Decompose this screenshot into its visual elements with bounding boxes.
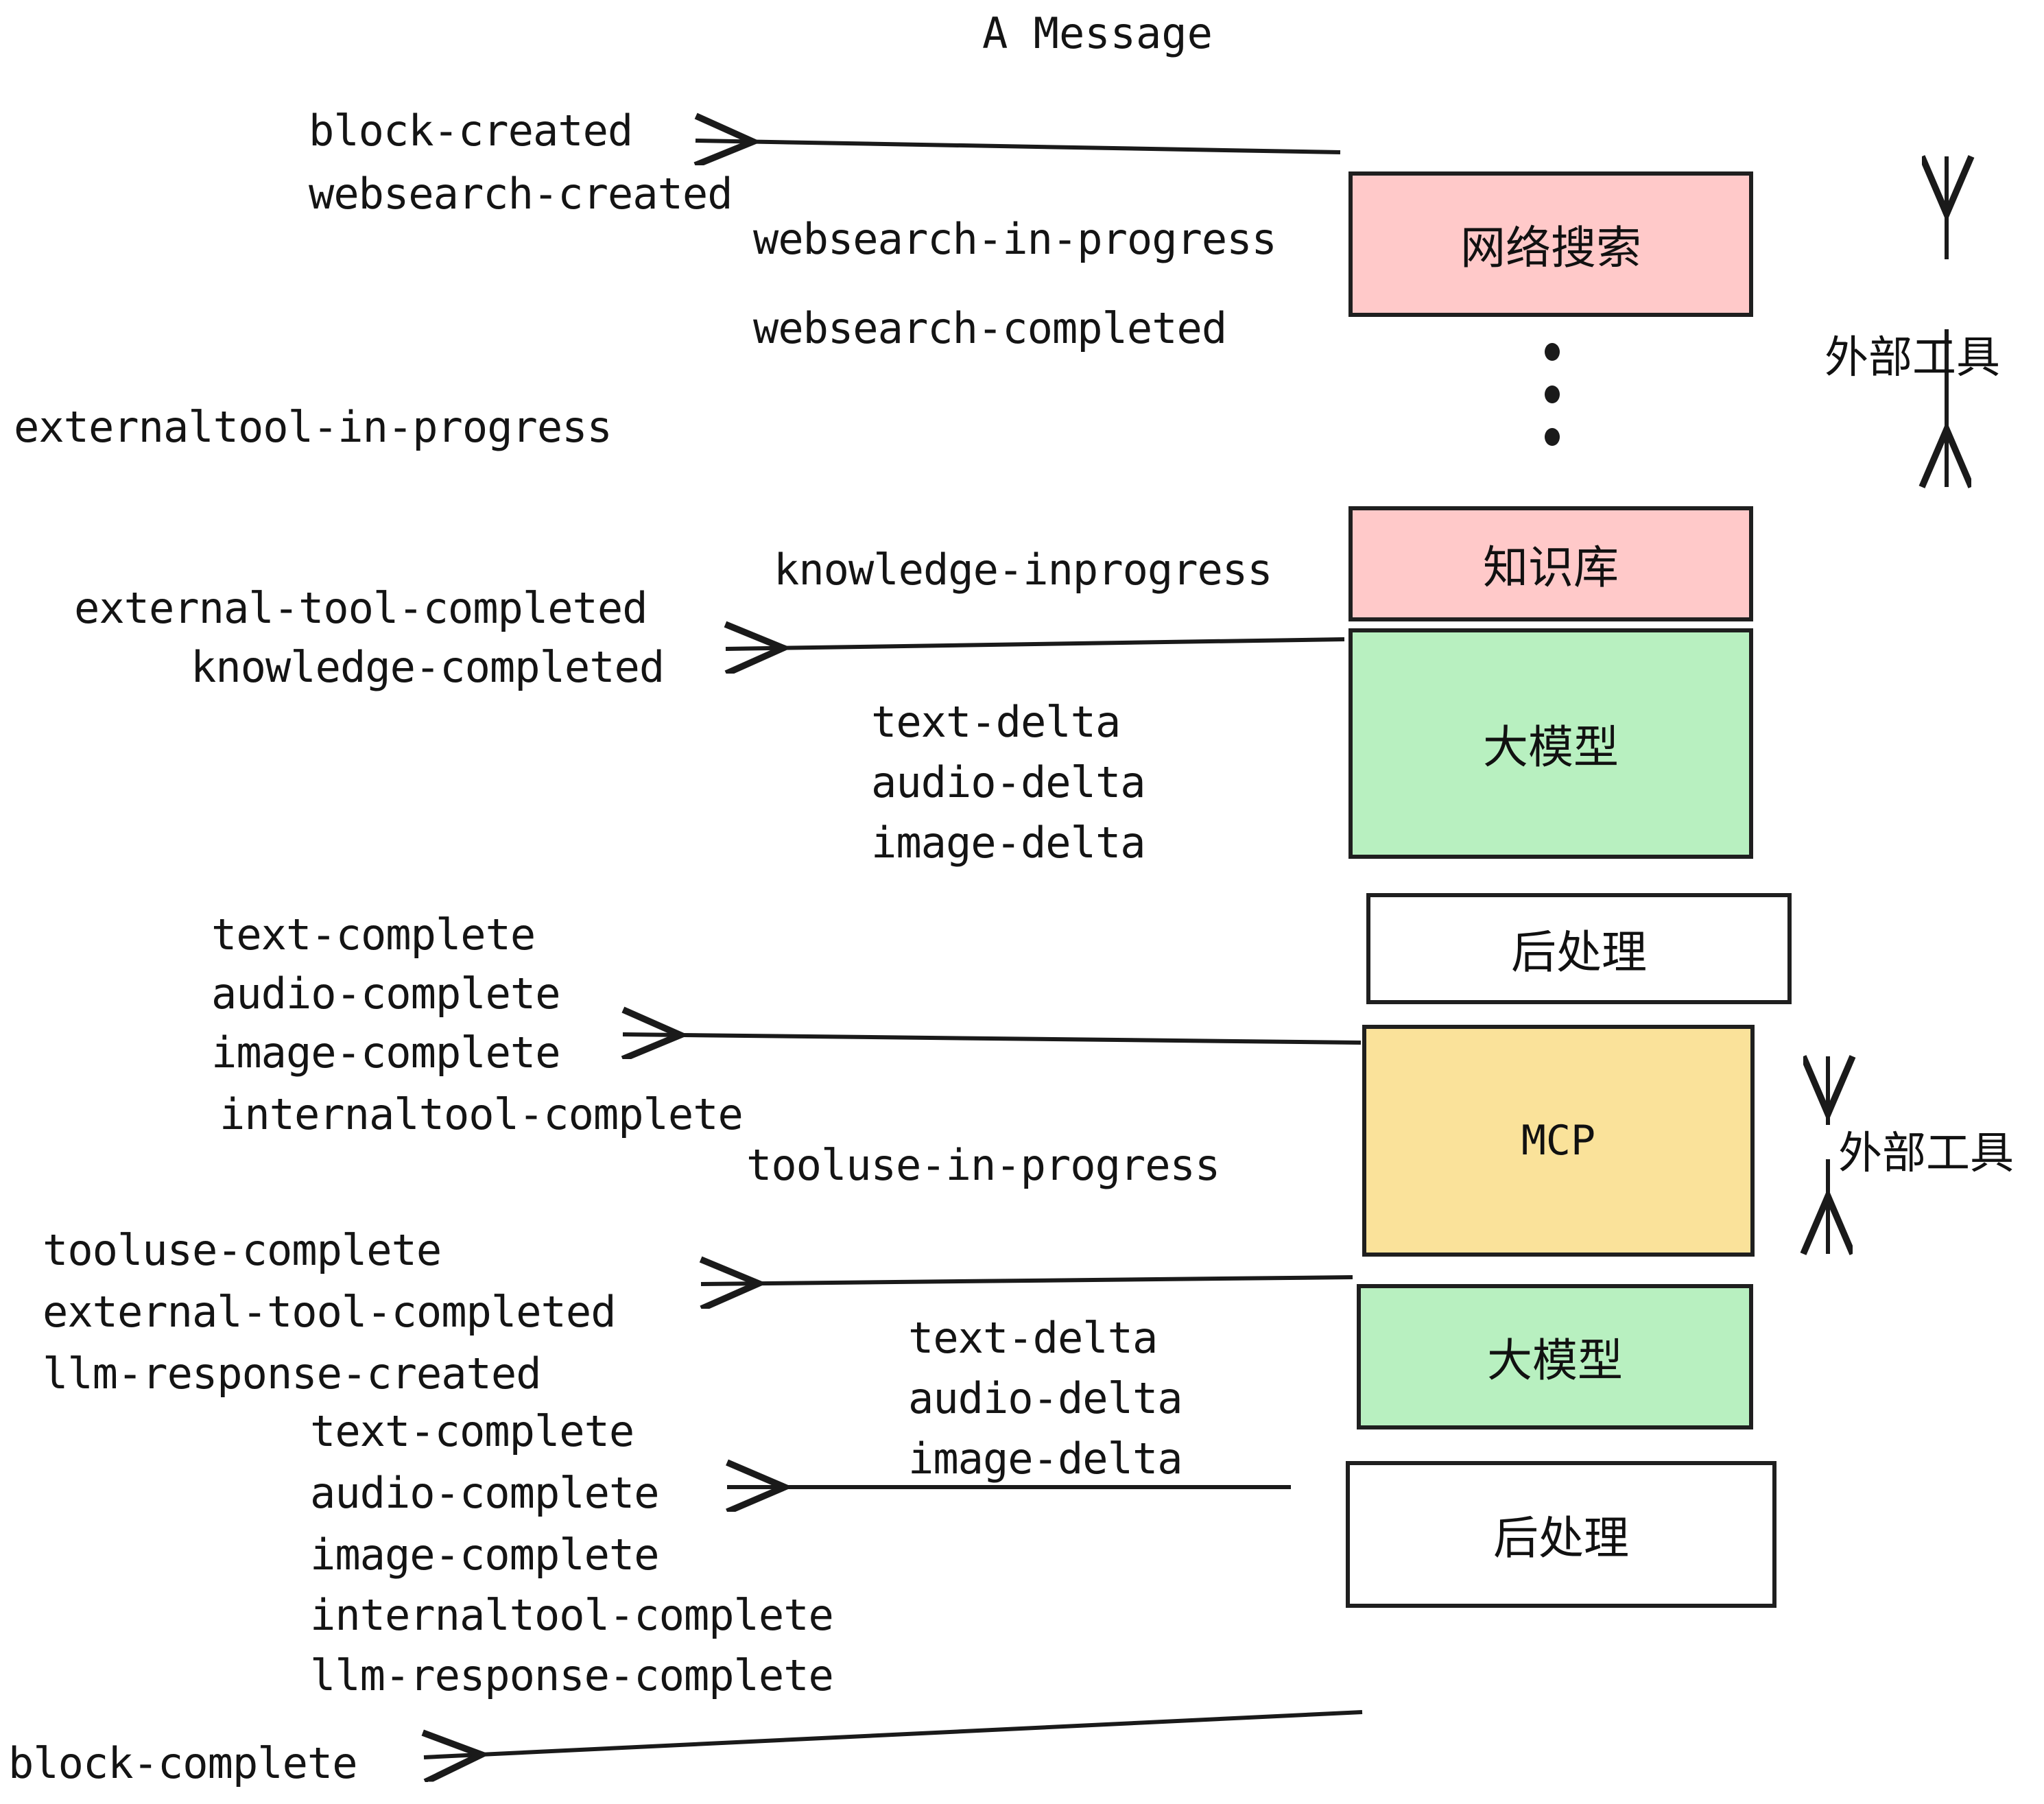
node-box-label: 网络搜索: [1460, 222, 1641, 274]
ellipsis-dots: [1545, 343, 1560, 446]
node-box-llm-bottom[interactable]: 大模型: [1357, 1284, 1753, 1429]
event-label: image-complete: [211, 1028, 561, 1078]
node-box-knowledge[interactable]: 知识库: [1348, 506, 1753, 621]
event-label: audio-delta: [908, 1373, 1183, 1423]
node-box-label: 后处理: [1511, 926, 1647, 979]
event-label: image-delta: [908, 1434, 1183, 1484]
event-label: llm-response-created: [43, 1349, 542, 1399]
arrow-block-complete: [424, 1710, 1363, 1757]
node-box-label: 大模型: [1483, 721, 1619, 774]
event-label: image-complete: [310, 1530, 660, 1580]
event-label: block-complete: [8, 1738, 358, 1788]
ellipsis-dot: [1545, 385, 1560, 403]
event-label: text-complete: [211, 910, 536, 960]
event-label: text-complete: [310, 1406, 634, 1456]
event-label: internaltool-complete: [310, 1590, 834, 1640]
page-title: A Message: [982, 8, 1213, 58]
event-label: image-delta: [871, 818, 1146, 868]
event-label: block-created: [309, 106, 633, 156]
side-annotation-external-tools-bottom: 外部工具: [1838, 1128, 2014, 1179]
ellipsis-dot: [1545, 428, 1560, 446]
event-label: text-delta: [871, 697, 1121, 747]
node-box-postprocess-top[interactable]: 后处理: [1366, 893, 1792, 1004]
event-label: externaltool-in-progress: [14, 402, 613, 452]
arrow-tooluse-complete: [701, 1277, 1353, 1284]
node-box-websearch[interactable]: 网络搜索: [1348, 171, 1753, 317]
event-label: knowledge-inprogress: [774, 545, 1273, 595]
event-label: websearch-in-progress: [753, 214, 1277, 264]
event-label: text-delta: [908, 1313, 1158, 1363]
event-label: knowledge-completed: [191, 642, 665, 692]
event-label: external-tool-completed: [43, 1287, 617, 1337]
event-label: external-tool-completed: [74, 583, 648, 633]
event-label: internaltool-complete: [219, 1089, 744, 1139]
event-label: websearch-completed: [753, 303, 1227, 353]
side-annotation-external-tools-top: 外部工具: [1825, 333, 2000, 383]
arrow-knowledge-completed: [726, 639, 1345, 649]
arrow-block-created: [696, 141, 1341, 152]
node-box-label: 知识库: [1483, 541, 1619, 594]
event-label: audio-delta: [871, 757, 1146, 807]
event-label: audio-complete: [310, 1468, 660, 1518]
ellipsis-dot: [1545, 343, 1560, 361]
event-label: audio-complete: [211, 969, 561, 1019]
event-label: llm-response-complete: [310, 1650, 834, 1700]
node-box-label: 后处理: [1493, 1512, 1629, 1565]
node-box-label: MCP: [1521, 1117, 1596, 1165]
node-box-label: 大模型: [1487, 1334, 1623, 1387]
arrow-image-complete: [623, 1034, 1362, 1043]
node-box-llm-top[interactable]: 大模型: [1348, 628, 1753, 859]
node-box-postprocess-bottom[interactable]: 后处理: [1346, 1461, 1776, 1608]
event-label: websearch-created: [309, 169, 733, 219]
node-box-mcp[interactable]: MCP: [1362, 1025, 1755, 1257]
event-label: tooluse-in-progress: [746, 1140, 1220, 1190]
event-label: tooluse-complete: [43, 1225, 442, 1275]
